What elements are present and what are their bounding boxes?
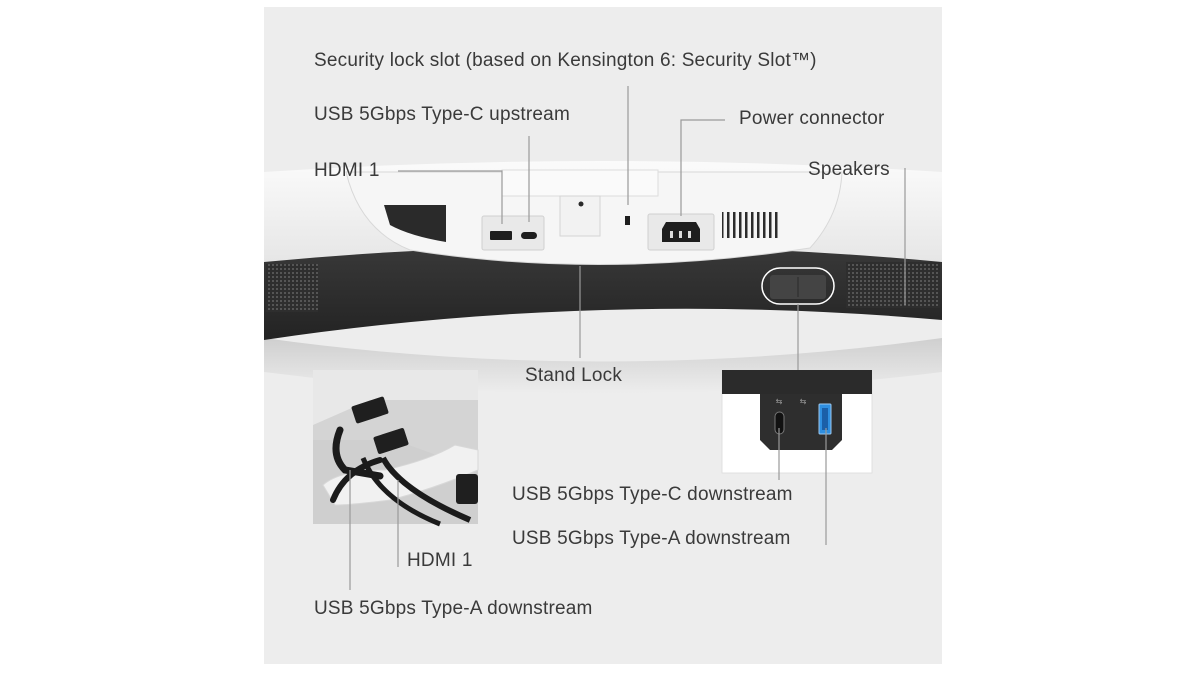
label-usba-downstream-left: USB 5Gbps Type-A downstream [314,598,593,619]
usb-c-port-top [521,232,537,239]
label-security-lock-slot: Security lock slot (based on Kensington … [314,50,817,71]
label-usbc-downstream: USB 5Gbps Type-C downstream [512,484,793,505]
monitor-rear-diagram: ⇆ ⇆ [264,86,942,590]
diagram-panel: ⇆ ⇆ Security lock slot (based on Kensing… [264,7,942,664]
svg-text:⇆: ⇆ [800,397,807,406]
label-usba-downstream-right: USB 5Gbps Type-A downstream [512,528,791,549]
leader-power-connector [680,119,725,216]
port-block-upstream [481,215,545,251]
label-hdmi-top: HDMI 1 [314,160,380,181]
speaker-grill-left [266,264,318,312]
leader-lines [349,86,906,590]
usb-hub-inset-photo: ⇆ ⇆ [721,369,873,474]
vent-slots [722,212,780,238]
label-speakers: Speakers [808,159,890,180]
leader-hdmi-top [398,170,503,224]
kensington-slot [625,216,630,225]
label-power-connector: Power connector [739,108,885,129]
label-usbc-upstream: USB 5Gbps Type-C upstream [314,104,570,125]
monitor-bottom-edge [264,241,942,340]
svg-text:⇆: ⇆ [776,397,783,406]
stand-lock-screw [578,201,584,207]
speaker-grill-right [846,262,940,308]
left-cavity [384,205,446,242]
label-hdmi-bottom: HDMI 1 [407,550,473,571]
hdmi-port-top [490,231,512,240]
stand-lock-block [559,195,601,237]
stand-neck [501,169,659,197]
cable-inset-photo [313,370,479,527]
label-stand-lock: Stand Lock [525,365,623,386]
